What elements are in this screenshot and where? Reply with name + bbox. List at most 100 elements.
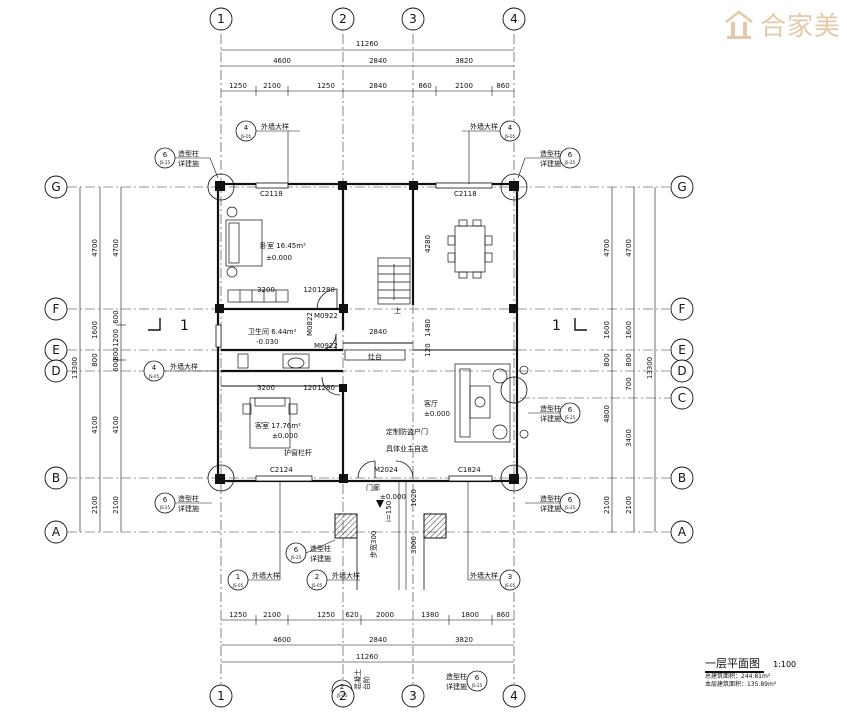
dim-inner-12: 3000: [410, 536, 418, 554]
column-detail-circles: [207, 173, 528, 492]
room-bath: 卫生间 6.44m²: [248, 327, 297, 336]
callout-2-bottom: 2: [315, 573, 319, 581]
step-note: 步宽300: [369, 531, 378, 558]
axis-G-left: G: [51, 180, 60, 194]
code-d: JS-25: [159, 160, 171, 165]
dim-right-outer-4: 700: [625, 377, 633, 390]
axis-1-bottom: 1: [217, 689, 225, 703]
room-bedroom: 卧室 16.45m²: [260, 241, 306, 250]
axis-F-right: F: [679, 302, 686, 316]
callout-6-d: 6: [163, 496, 168, 504]
dim-left-inner-7: 2100: [112, 496, 120, 514]
room-foyer-level: ±0.000: [380, 493, 406, 501]
axis-D-right: D: [677, 364, 686, 378]
callout-6-f: 6: [294, 546, 299, 554]
dim-right-inner-2: 1600: [603, 321, 611, 339]
code-m: JS-05: [336, 693, 348, 698]
door-note-b: 具体业主自选: [386, 444, 428, 453]
dim-bot-d-2: 2100: [263, 611, 281, 619]
door-guest: M0922: [314, 342, 338, 350]
window-top-left: C2118: [260, 190, 283, 198]
dim-inner-5: 120: [303, 384, 316, 392]
col-note-b-3: 详建施: [540, 414, 561, 423]
dim-right-inner-3: 800: [603, 353, 611, 366]
callout-4-top-left: 4: [244, 124, 249, 132]
dim-inner-4: 3200: [257, 384, 275, 392]
room-foyer: 门廊: [366, 483, 380, 492]
dim-bot-d-4: 620: [345, 611, 358, 619]
dim-left-inner-6: 4100: [112, 416, 120, 434]
dim-left-inner-3: 1200: [112, 329, 120, 347]
dim-top-d-4: 2840: [369, 82, 387, 90]
annotations: 外墙大样 外墙大样 外墙大样 外墙大样 外墙大样 外墙大样 造型柱 详建施 造型…: [170, 122, 561, 691]
drawing-title: 一层平面图: [705, 655, 764, 673]
callout-6-a: 6: [163, 151, 168, 159]
dim-left-outer-5: 2100: [91, 496, 99, 514]
dim-left-outer-4: 4100: [91, 416, 99, 434]
concrete-a: 混凝土: [353, 669, 362, 690]
doors: [316, 288, 414, 479]
col-note-b-1: 详建施: [178, 159, 199, 168]
code-k: JS-05: [311, 583, 323, 588]
wall-detail-left: 外墙大样: [170, 362, 198, 371]
code-h: JS-25: [564, 505, 576, 510]
code-g: JS-25: [159, 505, 171, 510]
dim-left-outer-1: 4700: [91, 239, 99, 257]
col-note-a-6: 造型柱: [310, 544, 331, 553]
dim-bot-d-6: 1380: [421, 611, 439, 619]
axis-C-right: C: [678, 391, 686, 405]
dim-inner-8: 4280: [424, 235, 432, 253]
axis-B-left: B: [52, 471, 60, 485]
axis-F-left: F: [53, 302, 60, 316]
axis-3-top: 3: [409, 12, 417, 26]
dim-top-total: 11260: [356, 40, 378, 48]
dim-inner-10: 120: [424, 343, 432, 356]
dim-top-d-3: 1250: [317, 82, 335, 90]
section-mark-right: 1: [552, 318, 561, 334]
railing-label: 护窗栏杆: [284, 448, 312, 457]
col-note-b-7: 详建施: [446, 682, 467, 691]
dim-top-d-5: 860: [418, 82, 431, 90]
callout-4-left: 4: [152, 364, 157, 372]
axis-D-left: D: [51, 364, 60, 378]
wall-detail-b1: 外墙大样: [252, 571, 280, 580]
room-guest-level: ±0.000: [272, 432, 298, 440]
dim-bot-d-5: 2000: [376, 611, 394, 619]
stairs: [377, 257, 411, 305]
callout-leaders: [164, 130, 560, 581]
col-note-a-3: 造型柱: [540, 404, 561, 413]
dimension-texts: 11260 4600 2840 3820 1250 2100 1250 2840…: [71, 40, 654, 661]
dim-inner-9: 1480: [424, 319, 432, 337]
col-note-b-4: 详建施: [178, 504, 199, 513]
dim-bot-d-8: 860: [496, 611, 509, 619]
dim-inner-11: 1620: [410, 489, 418, 507]
dim-bot-mid-3: 3820: [455, 636, 473, 644]
wall-detail-tr: 外墙大样: [470, 122, 498, 131]
dim-left-inner-2: 600: [112, 310, 120, 323]
floor-area: 本层建筑面积：135.89m²: [705, 681, 777, 688]
code-a: JS-05: [240, 134, 252, 139]
col-note-a-1: 造型柱: [178, 149, 199, 158]
callout-2-footer: 2: [340, 683, 344, 691]
axis-G-right: G: [677, 180, 686, 194]
door-bath: M0922: [314, 312, 338, 320]
door-main: M2024: [374, 466, 398, 474]
stove-label: 灶台: [368, 352, 382, 361]
brand-name: 合家美: [759, 12, 841, 42]
code-b: JS-05: [504, 134, 516, 139]
callout-4-top-right: 4: [508, 124, 513, 132]
code-j: JS-05: [232, 583, 244, 588]
window-bottom-right: C1824: [458, 466, 481, 474]
window-bottom-left: C2124: [270, 466, 293, 474]
furniture: [225, 206, 529, 449]
room-living-level: ±0.000: [424, 410, 450, 418]
code-i: JS-25: [290, 555, 302, 560]
col-note-a-5: 造型柱: [540, 494, 561, 503]
dim-right-outer-2: 1600: [625, 321, 633, 339]
room-living: 客厅: [424, 399, 438, 408]
dim-top-d-6: 2100: [455, 82, 473, 90]
columns: [215, 181, 519, 484]
dim-right-total: 13300: [646, 357, 654, 379]
door-bed: M0822: [306, 312, 314, 336]
room-guest: 客室 17.76m²: [255, 421, 301, 430]
